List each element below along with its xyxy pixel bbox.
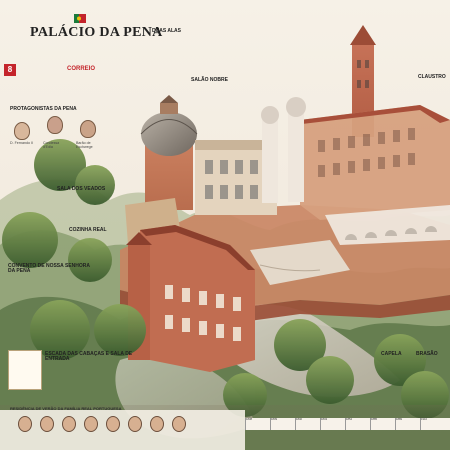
protagonists-title: PROTAGONISTAS DA PENA <box>10 106 77 112</box>
timeline-item: 1910 <box>420 418 450 430</box>
bottom-portrait <box>106 416 120 432</box>
bottom-portrait <box>128 416 142 432</box>
timeline: 1838 1839 1840 1843 1854 1885 1889 1910 <box>245 418 450 430</box>
timeline-item: 1889 <box>395 418 421 430</box>
section-salao-nobre: SALÃO NOBRE <box>191 77 228 83</box>
bottom-portrait <box>84 416 98 432</box>
bottom-portrait <box>62 416 76 432</box>
timeline-item: 1838 <box>245 418 271 430</box>
portrait-condessa-d-edla <box>47 116 63 134</box>
newspaper-logo: CORREIO <box>67 66 96 72</box>
stair-photo-box <box>8 350 42 390</box>
timeline-item: 1854 <box>345 418 371 430</box>
section-brasao: BRASÃO <box>416 351 438 357</box>
page-title: PALÁCIO DA PENA <box>30 25 163 40</box>
timeline-item: 1840 <box>295 418 321 430</box>
bottom-portrait <box>40 416 54 432</box>
bottom-strip-title: RESIDÊNCIA DE VERÃO DA FAMÍLIA REAL PORT… <box>10 406 122 411</box>
timeline-item: 1885 <box>370 418 396 430</box>
person-label: Barão de Eschwege <box>76 141 93 149</box>
person-label: D. Fernando II <box>10 141 33 145</box>
section-cozinha-real: COZINHA REAL <box>69 227 107 233</box>
section-claustro: CLAUSTRO <box>418 74 446 80</box>
portrait-barao-de-eschwege <box>80 120 96 138</box>
bottom-portrait <box>18 416 32 432</box>
section-sala-dos-veados: SALA DOS VEADOS <box>57 186 106 192</box>
person-label: Condessa d'Edla <box>43 141 60 149</box>
page-number: 8 <box>4 64 16 76</box>
section-convento: CONVENTO DE NOSSA SENHORA DA PENA <box>8 263 90 275</box>
section-capela: CAPELA <box>381 351 402 357</box>
section-duas-alas: DUAS ALAS <box>152 28 181 34</box>
bottom-portrait <box>172 416 186 432</box>
timeline-item: 1843 <box>320 418 346 430</box>
bottom-portrait <box>150 416 164 432</box>
section-escada: ESCADA DAS CABAÇAS E SALA DE ENTRADA <box>45 351 133 363</box>
portrait-d-fernando-ii <box>14 122 30 140</box>
timeline-item: 1839 <box>270 418 296 430</box>
flag-icon <box>74 10 86 23</box>
